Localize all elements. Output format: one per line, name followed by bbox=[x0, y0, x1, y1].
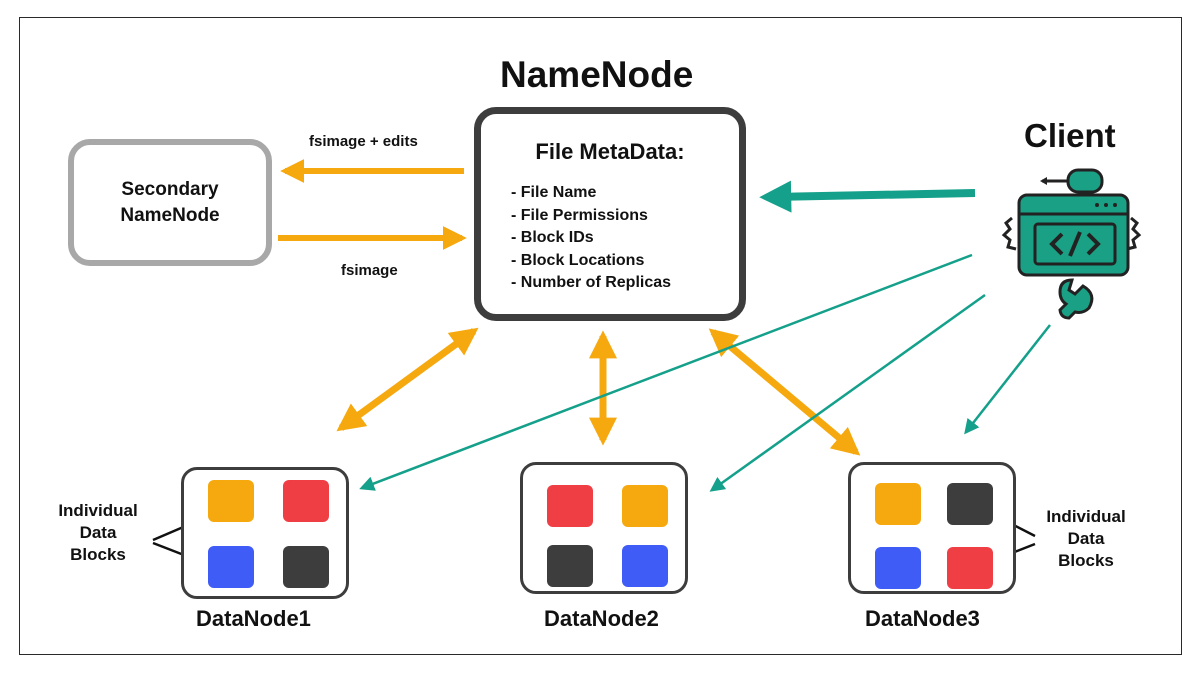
datanode3-label: DataNode3 bbox=[865, 606, 980, 631]
data-block bbox=[547, 545, 593, 587]
datanode2-box bbox=[520, 462, 688, 594]
metadata-item: - Block IDs bbox=[511, 229, 594, 246]
namenode-title: NameNode bbox=[500, 54, 694, 95]
code-window-gear-icon bbox=[1001, 168, 1142, 320]
arrow-client-datanode3 bbox=[964, 324, 1051, 435]
metadata-item: - Block Locations bbox=[511, 251, 645, 269]
metadata-item: - File Name bbox=[511, 184, 597, 201]
edge-label-fsimage: fsimage bbox=[341, 262, 398, 279]
data-block bbox=[622, 545, 668, 587]
data-block bbox=[547, 485, 593, 527]
individual-data-blocks-label-right: Individual Data Blocks bbox=[1046, 507, 1126, 570]
namenode-box: File MetaData: - File Name - File Permis… bbox=[474, 107, 746, 321]
arrow-client-datanode1 bbox=[359, 253, 973, 491]
arrow-namenode-datanode1 bbox=[336, 327, 479, 432]
data-block bbox=[875, 483, 921, 525]
datanode3-box bbox=[848, 462, 1016, 594]
datanode1-label: DataNode1 bbox=[196, 606, 311, 631]
secondary-namenode-label: Secondary NameNode bbox=[120, 178, 220, 226]
datanode2-label: DataNode2 bbox=[544, 606, 659, 631]
data-block bbox=[283, 480, 329, 522]
datanode1-box bbox=[181, 467, 349, 599]
data-block bbox=[208, 546, 254, 588]
edge-label-fsimage-edits: fsimage + edits bbox=[309, 133, 418, 150]
data-block bbox=[283, 546, 329, 588]
file-metadata-header: File MetaData: bbox=[535, 139, 685, 164]
data-block bbox=[875, 547, 921, 589]
metadata-list: - File Name - File Permissions - Block I… bbox=[511, 182, 671, 295]
data-block bbox=[947, 547, 993, 589]
client-title: Client bbox=[1024, 117, 1116, 154]
arrow-client-datanode2 bbox=[709, 293, 986, 492]
data-block bbox=[947, 483, 993, 525]
data-block bbox=[622, 485, 668, 527]
data-block bbox=[208, 480, 254, 522]
diagram-frame bbox=[19, 17, 1182, 655]
arrow-namenode-datanode3 bbox=[708, 328, 861, 456]
arrow-client-namenode bbox=[759, 180, 976, 213]
individual-data-blocks-label-left: Individual Data Blocks bbox=[58, 501, 138, 564]
secondary-namenode-box: Secondary NameNode bbox=[68, 139, 272, 266]
metadata-item: - File Permissions bbox=[511, 206, 648, 224]
metadata-item: - Number of Replicas bbox=[511, 274, 672, 291]
